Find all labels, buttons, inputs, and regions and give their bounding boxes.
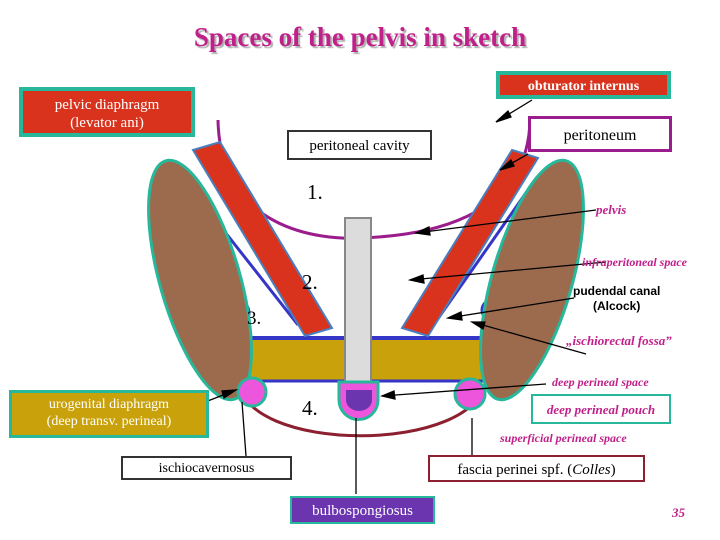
pelvis-label: pelvis bbox=[596, 202, 627, 217]
obturator-internus-label: obturator internus bbox=[496, 71, 671, 99]
pudendal-canal-label: pudendal canal (Alcock) bbox=[573, 284, 661, 313]
infraperitoneal-space-label: infraperitoneal space bbox=[582, 255, 687, 269]
ischiocavernosus-label: ischiocavernosus bbox=[121, 456, 292, 480]
urogenital-diaphragm-label: urogenital diaphragm (deep transv. perin… bbox=[9, 390, 209, 438]
deep-perineal-pouch-label: deep perineal pouch bbox=[531, 394, 671, 424]
page-title: Spaces of the pelvis in sketch bbox=[193, 22, 527, 52]
space-number-2: 2. bbox=[302, 270, 318, 294]
levator-ani-right bbox=[400, 148, 540, 338]
deep-perineal-space-label: deep perineal space bbox=[552, 375, 649, 389]
bulbospongiosus-label: bulbospongiosus bbox=[290, 496, 435, 524]
crus-left bbox=[236, 376, 268, 408]
rectum-column bbox=[344, 217, 372, 389]
obturator-internus-right bbox=[479, 158, 585, 402]
pointer-lines bbox=[199, 99, 607, 494]
obturator-internus-left bbox=[147, 158, 253, 402]
levator-ani-left bbox=[191, 140, 334, 338]
space-number-3: 3. bbox=[247, 308, 262, 329]
ischiorectal-fossa-label: „ischiorectal fossa” bbox=[566, 333, 672, 348]
crus-right bbox=[453, 377, 487, 411]
superficial-perineal-space-label: superficial perineal space bbox=[500, 431, 627, 445]
fascia-perinei-label: fascia perinei spf. (Colles) bbox=[428, 455, 645, 482]
bulb-inner bbox=[346, 390, 372, 411]
peritoneal-cavity-label: peritoneal cavity bbox=[287, 130, 432, 160]
pelvic-diaphragm-label: pelvic diaphragm (levator ani) bbox=[19, 87, 195, 137]
page-number: 35 bbox=[672, 505, 685, 520]
space-number-1: 1. bbox=[307, 180, 323, 204]
space-number-4: 4. bbox=[302, 396, 318, 420]
peritoneum-label: peritoneum bbox=[528, 116, 672, 152]
